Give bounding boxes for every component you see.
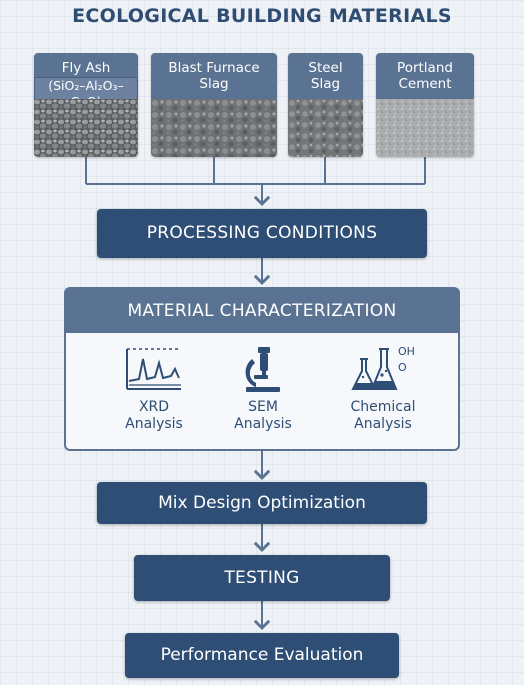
cement-texture-image <box>376 99 474 157</box>
testing-box: TESTING <box>134 555 390 601</box>
gravel-texture-image <box>34 99 138 157</box>
xrd-spectrum-icon <box>126 348 181 390</box>
material-label: Blast Furnace Slag <box>151 53 277 99</box>
material-name: Blast Furnace <box>168 60 260 76</box>
analysis-name: Chemical <box>350 399 416 415</box>
material-label: Steel Slag <box>288 53 363 99</box>
material-portland-cement: Portland Cement <box>376 53 474 157</box>
material-name: Fly Ash <box>61 60 111 76</box>
characterization-title: MATERIAL CHARACTERIZATION <box>66 289 458 333</box>
analysis-label: Analysis <box>354 416 412 432</box>
material-characterization-panel: MATERIAL CHARACTERIZATION XRD Analysis <box>64 287 460 451</box>
xrd-analysis: XRD Analysis <box>99 345 209 433</box>
microscope-icon <box>245 347 280 392</box>
analysis-name: SEM <box>248 399 278 415</box>
material-steel-slag: Steel Slag <box>288 53 363 157</box>
page-title: ECOLOGICAL BUILDING MATERIALS <box>72 5 452 27</box>
material-label: Portland Cement <box>376 53 474 99</box>
analysis-label: Analysis <box>125 416 183 432</box>
material-fly-ash: Fly Ash (SiO₂–Al₂O₃–CaO) <box>34 53 138 157</box>
sem-analysis: SEM Analysis <box>208 345 318 433</box>
material-name: Steel <box>308 60 343 76</box>
material-name-line2: Slag <box>199 76 229 92</box>
flask-icon: OH O <box>351 345 415 390</box>
chemical-analysis: OH O Chemical Analysis <box>328 345 438 433</box>
analysis-label: Analysis <box>234 416 292 432</box>
formula-o: O <box>398 361 407 374</box>
analysis-name: XRD <box>138 399 170 415</box>
formula-oh: OH <box>398 345 415 358</box>
processing-conditions-box: PROCESSING CONDITIONS <box>97 209 427 258</box>
material-name-line2: Cement <box>398 76 452 92</box>
material-name: Portland <box>397 60 453 76</box>
material-blast-furnace-slag: Blast Furnace Slag <box>151 53 277 157</box>
slag-texture-image <box>151 99 277 157</box>
material-label: Fly Ash (SiO₂–Al₂O₃–CaO) <box>34 53 138 111</box>
material-name-line2: Slag <box>310 76 341 92</box>
steel-slag-texture-image <box>288 99 363 157</box>
performance-evaluation-box: Performance Evaluation <box>125 633 399 678</box>
mix-design-optimization-box: Mix Design Optimization <box>97 482 427 524</box>
